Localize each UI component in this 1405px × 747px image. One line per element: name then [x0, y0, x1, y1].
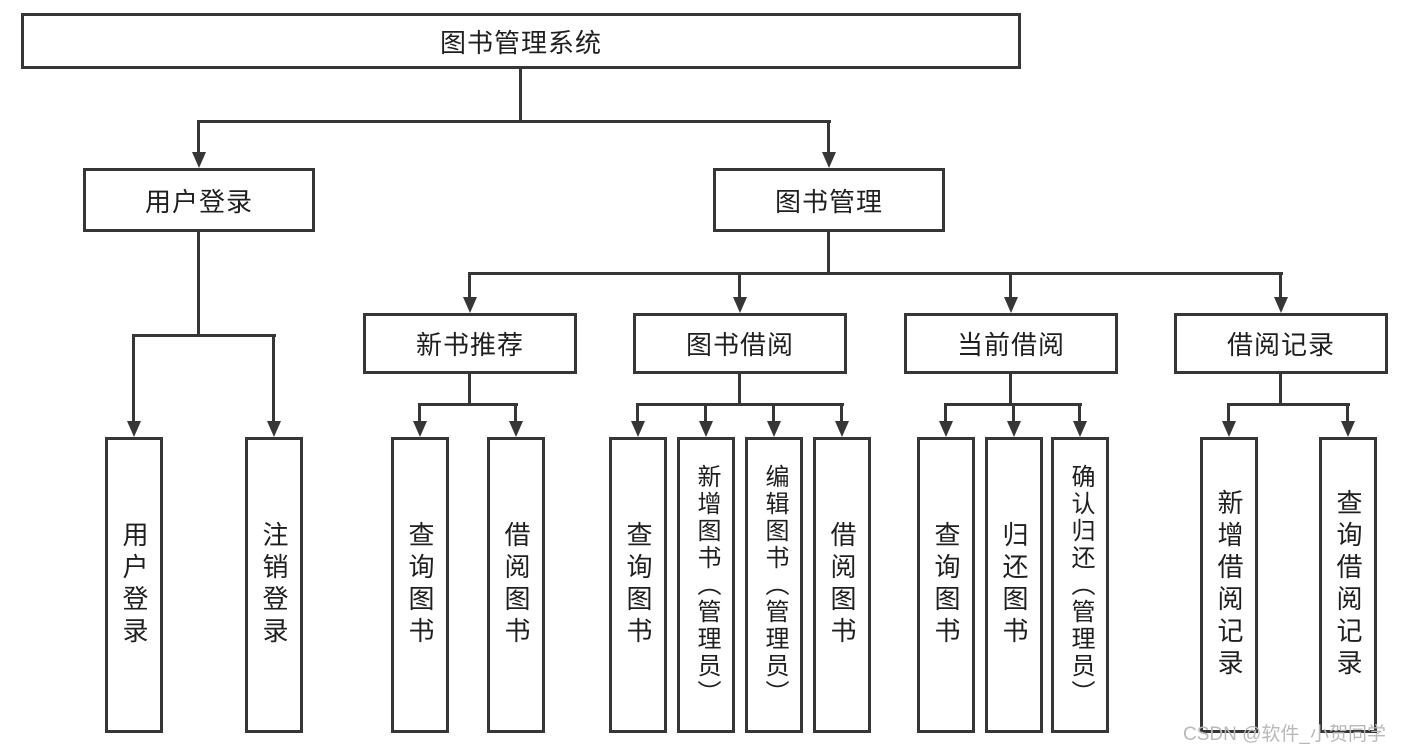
- arrow-down-icon: [267, 421, 281, 437]
- leaf-add-books-admin: 新增图书（管理员）: [677, 437, 735, 733]
- connector-line: [418, 403, 421, 421]
- node-label: 新增借阅记录: [1214, 489, 1244, 681]
- connector-line: [1346, 403, 1349, 421]
- connector-line: [197, 120, 200, 153]
- node-label: 当前借阅: [956, 330, 1065, 360]
- connector-line: [132, 334, 135, 421]
- node-label: 注销登录: [259, 521, 289, 649]
- arrow-down-icon: [127, 421, 141, 437]
- connector-line: [1078, 403, 1081, 421]
- arrow-down-icon: [835, 421, 849, 437]
- connector-line: [738, 374, 741, 406]
- connector-line: [704, 403, 707, 421]
- node-book-management-branch: 图书管理: [713, 168, 945, 232]
- arrow-down-icon: [631, 421, 645, 437]
- connector-line: [514, 403, 517, 421]
- node-label: 编辑图书（管理员）: [761, 463, 788, 707]
- node-label: 查询图书: [623, 521, 653, 649]
- node-label: 图书管理: [774, 186, 883, 217]
- node-label: 借阅图书: [827, 521, 857, 649]
- arrow-down-icon: [463, 297, 477, 313]
- connector-line: [827, 232, 830, 275]
- connector-line: [636, 403, 639, 421]
- arrow-down-icon: [1073, 421, 1087, 437]
- node-book-borrowing: 图书借阅: [633, 313, 847, 374]
- connector-line: [469, 272, 1283, 275]
- node-label: 新增图书（管理员）: [693, 463, 720, 707]
- connector-line: [1012, 403, 1015, 421]
- connector-line: [198, 120, 831, 123]
- node-label: 查询图书: [405, 521, 435, 649]
- connector-line: [1009, 272, 1012, 297]
- node-label: 借阅图书: [501, 521, 531, 649]
- leaf-user-login: 用户登录: [105, 437, 163, 733]
- connector-line: [197, 232, 200, 337]
- arrow-down-icon: [192, 152, 206, 168]
- connector-line: [419, 403, 518, 406]
- leaf-edit-books-admin: 编辑图书（管理员）: [745, 437, 803, 733]
- node-label: 查询借阅记录: [1333, 489, 1363, 681]
- connector-line: [519, 69, 522, 122]
- node-user-login-branch: 用户登录: [83, 168, 315, 232]
- connector-line: [133, 334, 276, 337]
- node-label: 确认归还（管理员）: [1067, 463, 1094, 707]
- leaf-logout: 注销登录: [245, 437, 303, 733]
- arrow-down-icon: [413, 421, 427, 437]
- connector-line: [944, 403, 947, 421]
- connector-line: [468, 272, 471, 297]
- node-label: 图书管理系统: [439, 27, 602, 58]
- leaf-borrow-books: 借阅图书: [813, 437, 871, 733]
- connector-line: [772, 403, 775, 421]
- node-label: 图书借阅: [685, 330, 794, 360]
- leaf-query-books: 查询图书: [917, 437, 975, 733]
- arrow-down-icon: [509, 421, 523, 437]
- arrow-down-icon: [1222, 421, 1236, 437]
- arrow-down-icon: [1341, 421, 1355, 437]
- node-label: 新书推荐: [415, 330, 524, 360]
- connector-line: [840, 403, 843, 421]
- arrow-down-icon: [939, 421, 953, 437]
- connector-line: [1227, 403, 1230, 421]
- connector-line: [468, 374, 471, 406]
- watermark: CSDN @软件_小贺同学: [1183, 724, 1386, 745]
- arrow-down-icon: [822, 152, 836, 168]
- connector-line: [1279, 272, 1282, 297]
- node-label: 用户登录: [144, 186, 253, 217]
- node-borrowing-records: 借阅记录: [1174, 313, 1388, 374]
- leaf-return-books: 归还图书: [985, 437, 1043, 733]
- leaf-confirm-return-admin: 确认归还（管理员）: [1051, 437, 1109, 733]
- connector-line: [738, 272, 741, 297]
- node-label: 归还图书: [999, 521, 1029, 649]
- connector-line: [1009, 374, 1012, 406]
- leaf-borrow-books: 借阅图书: [487, 437, 545, 733]
- node-label: 借阅记录: [1226, 330, 1335, 360]
- node-label: 查询图书: [931, 521, 961, 649]
- leaf-add-borrow-record: 新增借阅记录: [1200, 437, 1258, 733]
- arrow-down-icon: [699, 421, 713, 437]
- arrow-down-icon: [767, 421, 781, 437]
- leaf-query-books: 查询图书: [391, 437, 449, 733]
- node-label: 用户登录: [119, 521, 149, 649]
- arrow-down-icon: [1004, 297, 1018, 313]
- arrow-down-icon: [1274, 297, 1288, 313]
- connector-line: [1228, 403, 1350, 406]
- connector-line: [1279, 374, 1282, 406]
- node-library-management-system: 图书管理系统: [21, 13, 1021, 69]
- arrow-down-icon: [733, 297, 747, 313]
- node-new-book-recommendation: 新书推荐: [363, 313, 577, 374]
- arrow-down-icon: [1007, 421, 1021, 437]
- connector-line: [637, 403, 844, 406]
- connector-line: [827, 120, 830, 153]
- leaf-query-books: 查询图书: [609, 437, 667, 733]
- connector-line: [272, 334, 275, 421]
- leaf-query-borrow-record: 查询借阅记录: [1319, 437, 1377, 733]
- node-current-borrowing: 当前借阅: [904, 313, 1118, 374]
